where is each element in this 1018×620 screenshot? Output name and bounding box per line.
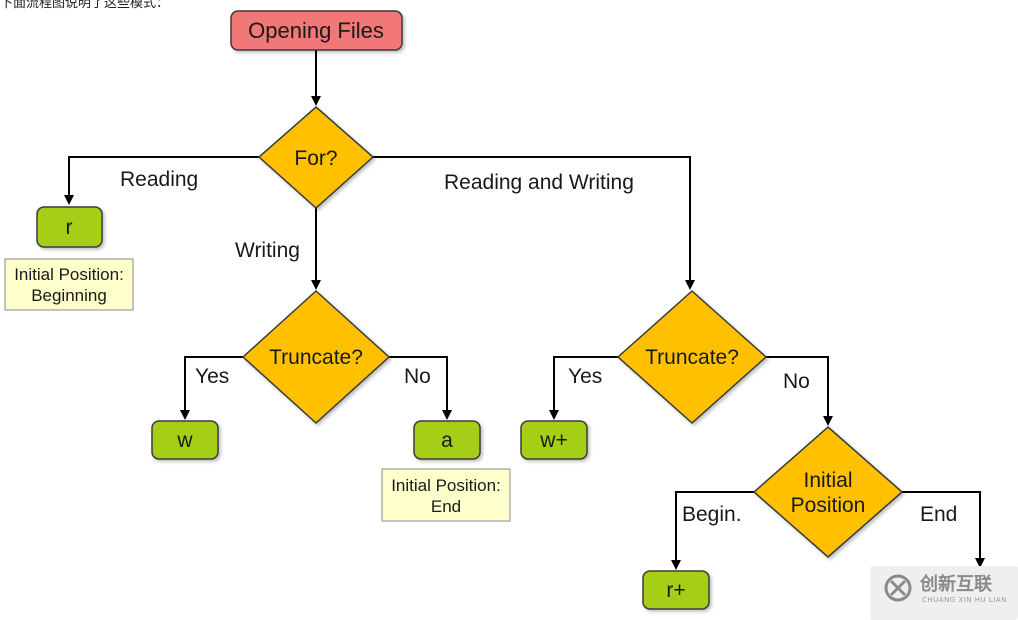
edge-truncate-right-to-position <box>766 356 833 426</box>
for-decision-label: For? <box>294 147 337 170</box>
edge-position-to-end <box>902 491 985 568</box>
truncate-decision-left <box>241 289 391 425</box>
watermark-pinyin-text: CHUANG XIN HU LIAN <box>922 596 1007 604</box>
edge-label-no-left: No <box>404 365 431 388</box>
truncate-right-label: Truncate? <box>645 346 739 369</box>
start-node-label: Opening Files <box>248 18 384 43</box>
truncate-left-label: Truncate? <box>269 346 363 369</box>
note-r-box <box>4 258 134 311</box>
initial-position-label-line1: Initial <box>803 469 852 492</box>
note-a-box <box>381 468 511 522</box>
mode-r-label: r <box>66 216 73 239</box>
note-a-line1: Initial Position: <box>391 476 501 495</box>
edge-label-yes-right: Yes <box>568 365 602 388</box>
start-node <box>230 10 403 51</box>
for-decision <box>257 106 375 210</box>
page-caption: 下面流程图说明了这些模式： <box>0 0 170 11</box>
mode-w-box <box>151 420 219 460</box>
edge-for-to-r <box>64 156 259 205</box>
edge-truncate-left-to-w <box>180 356 243 420</box>
edge-position-to-r-plus <box>671 491 754 570</box>
note-r-line1: Initial Position: <box>14 265 124 284</box>
mode-w-plus-label: w+ <box>539 429 567 452</box>
edge-for-to-truncate-right <box>373 156 695 290</box>
watermark: 创新互联 CHUANG XIN HU LIAN <box>870 566 1018 620</box>
note-r-line2: Beginning <box>31 286 107 305</box>
mode-r-box <box>36 206 103 248</box>
edge-label-end: End <box>920 503 957 526</box>
swirl-logo-icon <box>884 574 912 602</box>
edge-label-begin: Begin. <box>682 503 742 526</box>
initial-position-label-line2: Position <box>791 494 866 517</box>
note-a-line2: End <box>431 497 461 516</box>
mode-w-label: w <box>176 429 193 452</box>
mode-r-plus-label: r+ <box>666 579 685 602</box>
connectors <box>64 50 985 570</box>
edge-label-reading: Reading <box>120 168 198 191</box>
edge-truncate-left-to-a <box>389 356 452 420</box>
watermark-chinese-text: 创新互联 <box>920 574 992 595</box>
mode-a-label: a <box>441 429 453 452</box>
initial-position-decision <box>752 426 904 558</box>
edge-label-no-right: No <box>783 370 810 393</box>
edge-truncate-right-to-w-plus <box>549 356 618 420</box>
edge-label-reading-and-writing: Reading and Writing <box>444 171 634 194</box>
truncate-decision-right <box>616 289 768 425</box>
mode-r-plus-box <box>642 570 710 610</box>
edge-label-yes-left: Yes <box>195 365 229 388</box>
edge-label-writing: Writing <box>235 239 300 262</box>
mode-a-box <box>413 420 481 460</box>
mode-w-plus-box <box>520 420 588 460</box>
